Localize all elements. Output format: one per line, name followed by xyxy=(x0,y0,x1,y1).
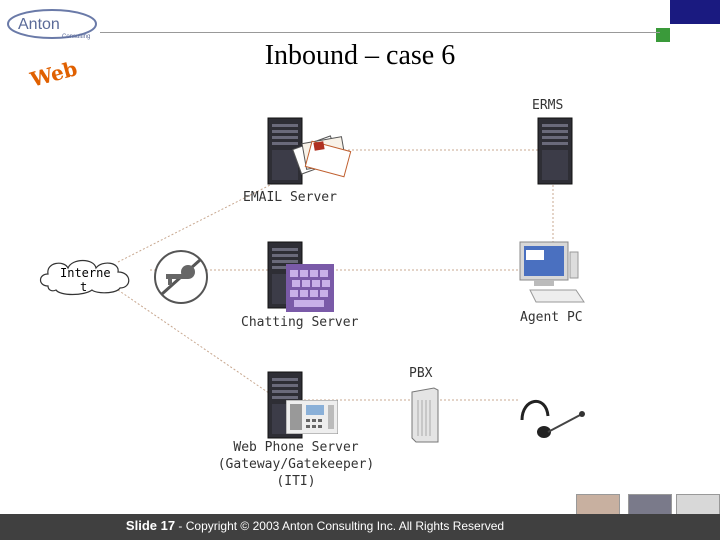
header-rule xyxy=(100,32,660,33)
chatting-server-label: Chatting Server xyxy=(241,315,359,330)
internet-label-line2: t xyxy=(80,280,88,294)
page-title: Inbound – case 6 xyxy=(264,40,456,71)
slide-number: Slide 17 xyxy=(125,518,176,533)
ip-phone-icon xyxy=(285,399,339,438)
web-phone-server-label-line2: (Gateway/Gatekeeper) xyxy=(217,457,375,472)
agent-pc-icon xyxy=(516,240,588,310)
copyright-text: - Copyright © 2003 Anton Consulting Inc.… xyxy=(175,519,505,533)
internet-label-line1: Interne xyxy=(60,266,111,280)
key-icon xyxy=(152,248,210,310)
corner-accent-navy xyxy=(670,0,720,24)
company-logo: Anton Consulting xyxy=(6,8,98,40)
internet-cloud-icon xyxy=(36,256,136,300)
web-phone-server-label-line1: Web Phone Server xyxy=(233,440,359,455)
footer-bar xyxy=(0,514,720,540)
logo-text: Anton xyxy=(18,16,60,33)
web-phone-server-label-line3: (ITI) xyxy=(276,474,316,489)
erms-label: ERMS xyxy=(532,98,564,113)
pbx-cabinet-icon xyxy=(410,386,440,448)
footer-photo-strip xyxy=(0,500,120,514)
envelopes-icon xyxy=(290,128,354,184)
email-server-label: EMAIL Server xyxy=(243,190,337,205)
erms-server-icon xyxy=(534,116,578,190)
headset-icon xyxy=(516,392,588,446)
pbx-label: PBX xyxy=(409,366,433,381)
footer-text: Slide 17 - Copyright © 2003 Anton Consul… xyxy=(0,518,630,533)
logo-subtext: Consulting xyxy=(62,34,90,40)
keyboard-icon xyxy=(286,264,334,316)
agent-pc-label: Agent PC xyxy=(520,310,583,325)
line-internet-webphone xyxy=(117,289,283,403)
corner-accent-green xyxy=(656,28,670,42)
